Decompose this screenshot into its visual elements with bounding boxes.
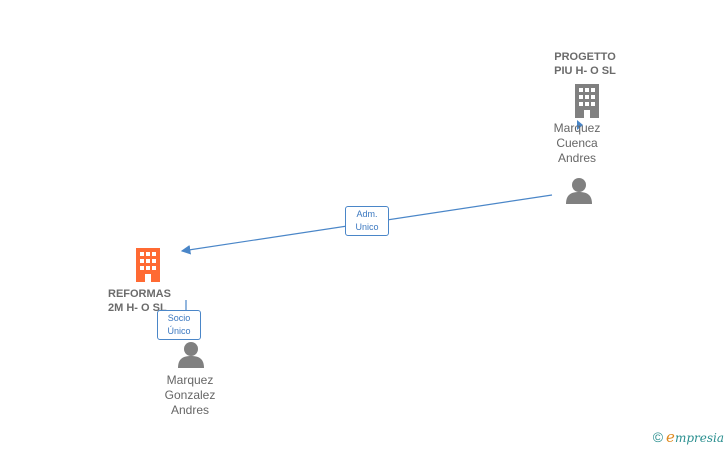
edge-label-adm-unico: Adm. Unico xyxy=(345,206,389,236)
person-icon[interactable] xyxy=(176,340,206,370)
company-label-progetto[interactable]: PROGETTO PIU H- O SL xyxy=(554,51,616,77)
building-icon[interactable] xyxy=(572,84,602,118)
copyright-symbol: © xyxy=(652,429,664,445)
arrow-into-progetto xyxy=(577,120,583,130)
brand-initial: e xyxy=(666,428,675,446)
edge-label-socio-unico: Socio Único xyxy=(157,310,201,340)
person-label-marquez-gonzalez[interactable]: Marquez Gonzalez Andres xyxy=(164,373,216,417)
person-label-marquez-cuenca[interactable]: Marquez Cuenca Andres xyxy=(553,121,601,165)
brand-name: mpresia xyxy=(674,431,724,445)
building-icon[interactable] xyxy=(133,248,163,282)
person-icon[interactable] xyxy=(564,176,594,206)
company-label-reformas[interactable]: REFORMAS 2M H- O SL xyxy=(108,288,171,314)
brand-logo: ©empresia xyxy=(653,428,724,446)
